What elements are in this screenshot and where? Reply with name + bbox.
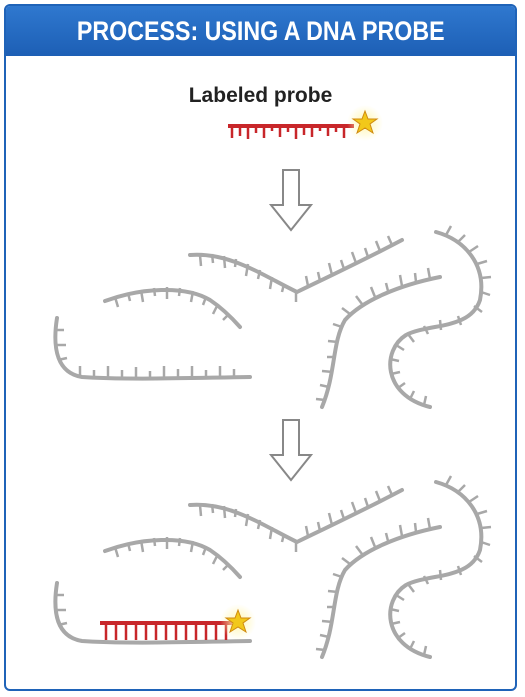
hybridized-probe bbox=[100, 604, 256, 640]
dna-strands-mixture bbox=[55, 232, 481, 407]
dna-strand-bases bbox=[55, 476, 491, 655]
dna-strands-hybridized bbox=[55, 482, 481, 657]
labeled-probe bbox=[228, 105, 383, 141]
down-arrow-icon bbox=[271, 170, 311, 230]
down-arrow-icon bbox=[271, 420, 311, 480]
